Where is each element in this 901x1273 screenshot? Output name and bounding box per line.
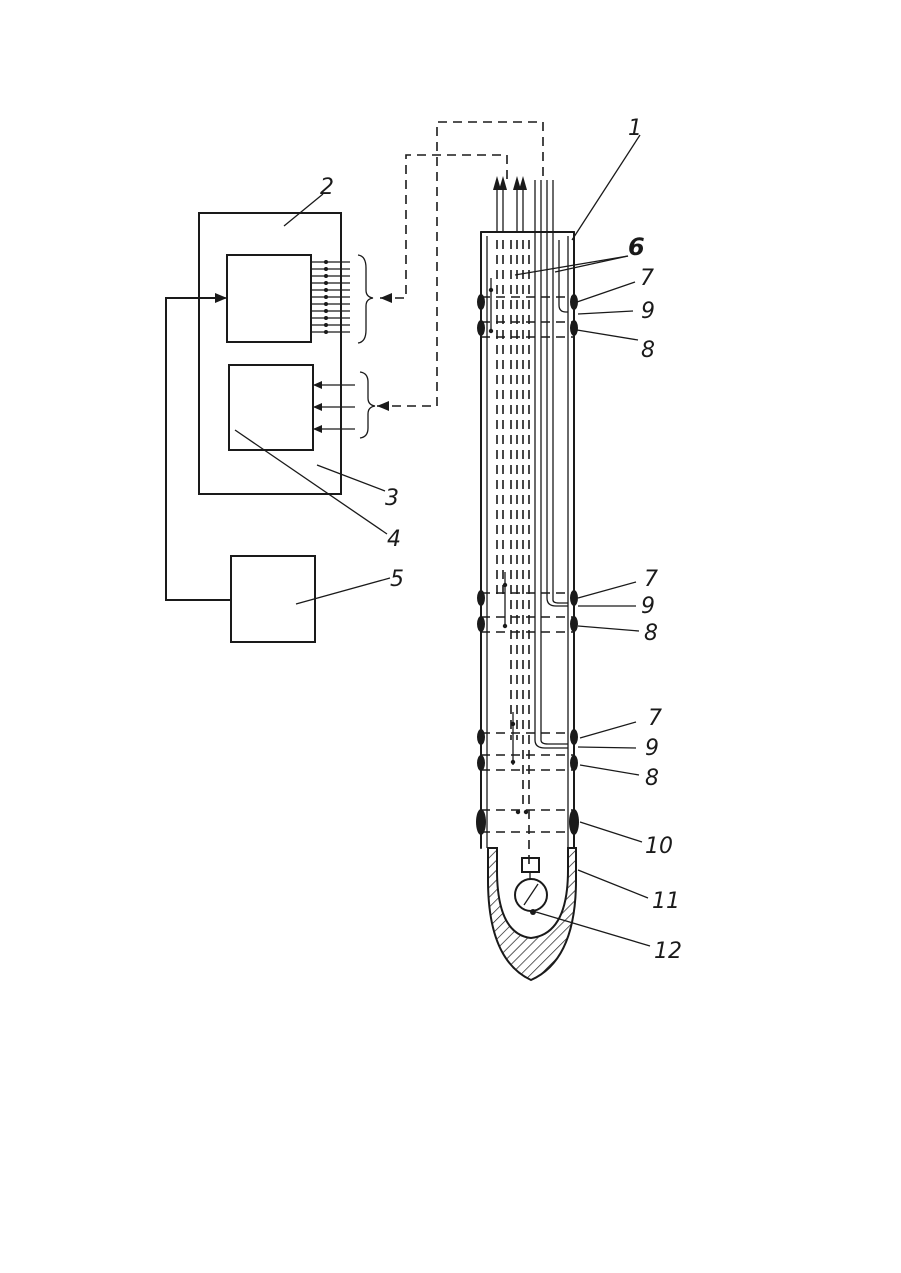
probe-body (481, 176, 574, 870)
label-6: 6 (628, 233, 645, 261)
label-10: 10 (645, 834, 673, 859)
label-12: 12 (654, 939, 682, 964)
label-8-lower: 8 (645, 766, 659, 791)
sealing-ring-section (476, 809, 579, 835)
label-4: 4 (387, 527, 401, 552)
power-unit-block (166, 293, 315, 642)
label-7-top: 7 (640, 266, 654, 291)
probe-tip (488, 848, 576, 980)
label-1: 1 (628, 116, 642, 141)
sensor-section-middle (477, 572, 578, 632)
label-5: 5 (390, 567, 404, 592)
label-9-top: 9 (641, 299, 655, 324)
label-2: 2 (320, 175, 334, 200)
label-8-top: 8 (641, 338, 655, 363)
label-3: 3 (385, 486, 399, 511)
sensor-section-top (477, 278, 578, 337)
upper-module-block (227, 255, 373, 343)
dashed-signal-links (377, 122, 543, 411)
label-8-middle: 8 (644, 621, 658, 646)
label-9-middle: 9 (641, 594, 655, 619)
sensor-section-lower (477, 712, 578, 771)
label-11: 11 (652, 889, 680, 914)
lower-module-block-4 (229, 365, 375, 450)
label-7-lower: 7 (648, 706, 662, 731)
leader-lines (235, 135, 650, 946)
label-7-middle: 7 (644, 567, 658, 592)
label-9-lower: 9 (645, 736, 659, 761)
